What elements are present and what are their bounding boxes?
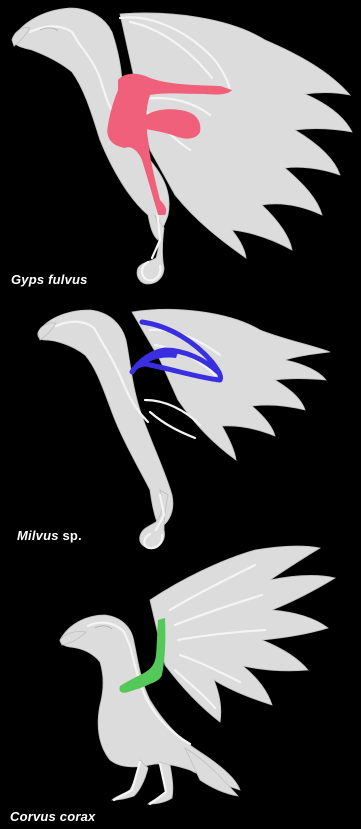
milvus-silhouette: [38, 309, 330, 548]
corvus-corax-panel: [60, 546, 335, 804]
milvus-panel: [38, 309, 330, 548]
gyps-fulvus-name: Gyps fulvus: [11, 272, 88, 287]
corvus-corax-name: Corvus corax: [10, 809, 96, 824]
milvus-name: Milvus: [17, 528, 59, 543]
gyps-fulvus-label: Gyps fulvus: [11, 272, 88, 287]
corvus-corax-label: Corvus corax: [10, 809, 96, 824]
corvus-silhouette: [60, 546, 335, 804]
gyps-silhouette: [12, 8, 352, 284]
milvus-label: Milvus sp.: [17, 528, 82, 543]
milvus-suffix: sp.: [59, 528, 82, 543]
gyps-fulvus-panel: [12, 8, 352, 284]
